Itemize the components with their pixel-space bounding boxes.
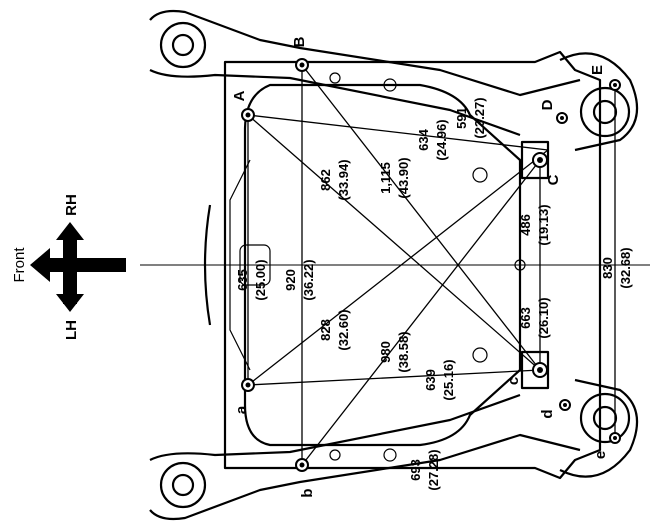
point-E-marker [609,79,621,91]
point-A-marker [241,108,255,122]
dimension-C-c: 486 (19.13) [518,204,551,245]
point-D-marker [556,112,568,124]
dimension-A-c: 862 (33.94) [318,159,351,200]
point-d-label: d [539,409,556,418]
point-C-marker [532,152,548,168]
point-B-marker [295,58,309,72]
point-b-marker [295,458,309,472]
dimension-E-e-mm: 830 [600,257,615,279]
dimension-B-b-in: (36.22) [301,259,316,300]
dimension-B-c-mm: 1,115 [378,162,393,194]
point-e-label: e [592,451,609,459]
dimension-a-c-mm: 639 [423,369,438,391]
dimension-C-c-mm: 486 [518,214,533,236]
point-E-label: E [589,65,606,75]
dimension-E-e-in: (32.68) [618,247,633,288]
dimension-A-a: 635 (25.00) [235,259,268,300]
front-label: Front [11,247,28,283]
point-A-label: A [231,90,248,101]
dimension-A-c-mm: 862 [318,169,333,191]
dimension-labels: 634 (24.96) 862 (33.94) 1,115 (43.90) 59… [235,97,633,490]
measurement-points [241,58,621,472]
point-a-marker [241,378,255,392]
dimension-d-e-mm: 693 [408,459,423,481]
dimension-a-C-in: (32.60) [336,309,351,350]
dimension-D-c-upper-mm: 591 [454,107,469,129]
lh-label: LH [63,320,80,340]
dimension-c-D-mm: 663 [518,307,533,329]
dimension-A-C-mm: 634 [416,128,431,150]
point-c-label: c [505,377,522,385]
point-labels: A B C D E a b c d e [231,36,609,497]
point-a-label: a [233,405,250,414]
dimension-a-C-mm: 828 [318,319,333,341]
dimension-c-D-in: (26.10) [536,297,551,338]
dimension-A-a-in: (25.00) [253,259,268,300]
point-c-marker [532,362,548,378]
point-d-marker [559,399,571,411]
dimension-A-a-mm: 635 [235,269,250,291]
dimension-D-c-upper: 591 (23.27) [454,97,487,138]
dimension-b-C: 980 (38.58) [378,331,411,372]
rh-label: RH [63,194,80,216]
dimension-A-C: 634 (24.96) [416,119,449,160]
orientation-indicator: Front RH LH [11,194,126,340]
dimension-b-C-in: (38.58) [396,331,411,372]
direction-arrows-icon [30,222,126,312]
point-e-marker [609,432,621,444]
point-b-label: b [299,488,316,497]
point-D-label: D [539,99,556,110]
dimension-a-c-in: (25.16) [441,359,456,400]
dimension-C-c-in: (19.13) [536,204,551,245]
dimension-A-C-in: (24.96) [434,119,449,160]
dimension-c-D: 663 (26.10) [518,297,551,338]
dimension-d-e: 693 (27.28) [408,449,441,490]
dimension-A-c-in: (33.94) [336,159,351,200]
point-C-label: C [545,174,562,185]
dimension-B-c-in: (43.90) [396,157,411,198]
dimension-B-c: 1,115 (43.90) [378,157,411,198]
dimension-B-b-mm: 920 [283,269,298,291]
point-B-label: B [291,36,308,47]
dimension-a-c: 639 (25.16) [423,359,456,400]
dimension-B-b: 920 (36.22) [283,259,316,300]
dimension-b-C-mm: 980 [378,341,393,363]
dimension-a-C: 828 (32.60) [318,309,351,350]
dimension-D-c-upper-in: (23.27) [472,97,487,138]
dimension-E-e: 830 (32.68) [600,247,633,288]
dimension-d-e-in: (27.28) [426,449,441,490]
measurement-lines [247,64,616,466]
